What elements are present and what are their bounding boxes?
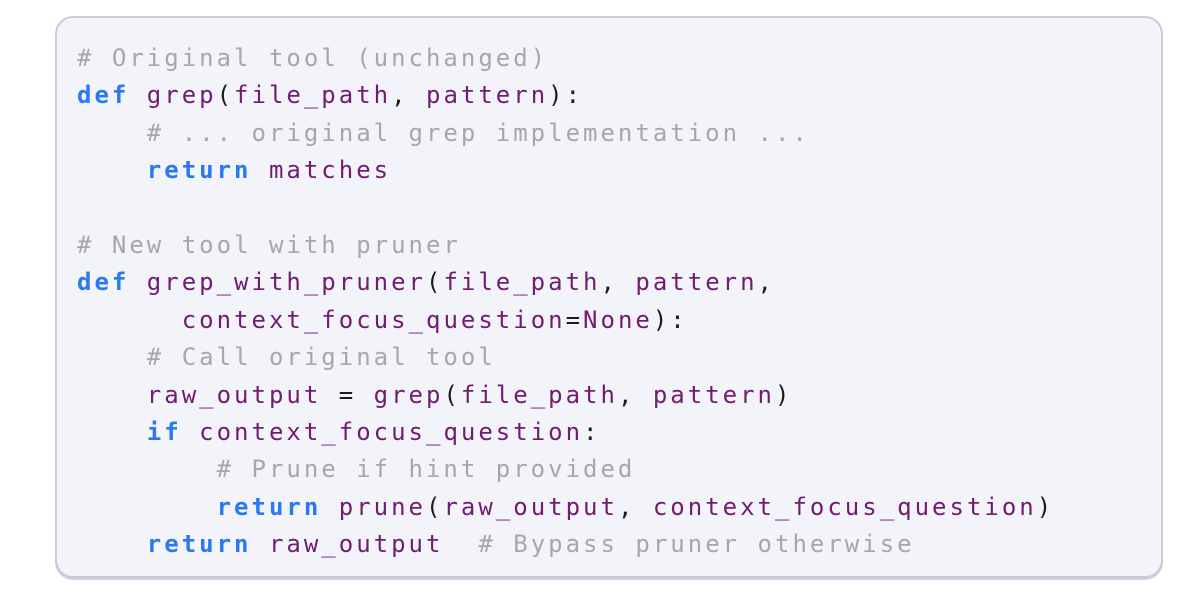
- code-token-punct: ,: [617, 492, 653, 521]
- code-line: context_focus_question=None):: [77, 302, 1143, 339]
- code-token-keyword: def: [77, 268, 147, 297]
- code-token-punct: (: [425, 268, 444, 297]
- code-token-punct: [77, 455, 217, 483]
- code-line: return matches: [77, 152, 1143, 189]
- code-token-punct: [77, 493, 217, 521]
- code-listing: # Original tool (unchanged)def grep(file…: [77, 40, 1143, 563]
- code-line: [77, 190, 1143, 227]
- code-token-identifier: file_path: [443, 268, 601, 297]
- code-token-punct: (: [426, 492, 444, 521]
- code-block-card: # Original tool (unchanged)def grep(file…: [55, 16, 1163, 578]
- code-token-punct: ,: [600, 268, 636, 297]
- code-token-identifier: raw_output: [268, 530, 444, 559]
- code-token-punct: =: [565, 305, 584, 334]
- code-token-identifier: pattern: [635, 268, 758, 297]
- code-token-identifier: pattern: [426, 81, 549, 110]
- code-token-keyword: return: [146, 530, 269, 559]
- code-line: # Original tool (unchanged): [77, 40, 1143, 77]
- code-token-punct: [77, 530, 147, 558]
- code-line: # Prune if hint provided: [77, 451, 1143, 488]
- code-token-identifier: raw_output: [443, 492, 618, 521]
- code-token-punct: [77, 418, 147, 446]
- code-token-identifier: file_path: [234, 81, 392, 110]
- code-token-identifier: context_focus_question: [199, 417, 584, 446]
- code-token-punct: (: [443, 380, 461, 409]
- code-token-comment: # Bypass pruner otherwise: [478, 530, 915, 559]
- code-token-identifier: context_focus_question: [652, 492, 1037, 521]
- code-token-punct: =: [321, 380, 374, 409]
- code-token-comment: # ... original grep implementation ...: [146, 118, 810, 147]
- code-token-punct: [77, 381, 147, 409]
- code-line: def grep(file_path, pattern):: [77, 77, 1143, 114]
- code-token-punct: (: [216, 81, 235, 110]
- code-token-identifier: raw_output: [146, 380, 322, 409]
- code-token-comment: # New tool with pruner: [77, 230, 461, 259]
- code-token-keyword: if: [146, 417, 200, 446]
- code-token-identifier: matches: [268, 156, 392, 185]
- code-line: # ... original grep implementation ...: [77, 115, 1143, 152]
- code-token-punct: ):: [652, 305, 688, 334]
- code-token-comment: # Original tool (unchanged): [77, 44, 549, 72]
- code-token-identifier: grep: [146, 81, 217, 110]
- code-token-punct: ): [775, 380, 793, 409]
- code-line: def grep_with_pruner(file_path, pattern,: [77, 264, 1143, 301]
- code-token-punct: ): [1036, 492, 1055, 521]
- code-token-comment: # Call original tool: [146, 343, 496, 372]
- code-line: if context_focus_question:: [77, 414, 1143, 451]
- code-token-identifier: context_focus_question: [181, 305, 566, 334]
- code-token-punct: [77, 119, 147, 147]
- code-token-identifier: grep_with_pruner: [146, 268, 426, 297]
- code-line: return prune(raw_output, context_focus_q…: [77, 489, 1143, 526]
- code-token-keyword: return: [216, 492, 339, 521]
- code-token-punct: ,: [391, 81, 426, 110]
- code-token-punct: ,: [757, 268, 775, 297]
- code-token-punct: ):: [548, 81, 584, 110]
- code-token-punct: [443, 530, 478, 558]
- code-line: # Call original tool: [77, 339, 1143, 376]
- code-token-keyword: def: [77, 81, 147, 110]
- code-token-identifier: grep: [373, 380, 444, 409]
- code-token-identifier: file_path: [460, 380, 618, 409]
- code-token-identifier: prune: [338, 492, 426, 521]
- code-token-punct: ,: [617, 380, 653, 409]
- code-line: return raw_output # Bypass pruner otherw…: [77, 526, 1143, 563]
- code-line: # New tool with pruner: [77, 227, 1143, 264]
- code-line: raw_output = grep(file_path, pattern): [77, 377, 1143, 414]
- code-token-punct: [77, 156, 147, 184]
- code-token-comment: # Prune if hint provided: [216, 455, 636, 484]
- code-token-punct: [77, 343, 147, 371]
- code-token-punct: [77, 306, 182, 334]
- code-token-identifier: pattern: [652, 380, 776, 409]
- code-token-punct: :: [583, 417, 601, 446]
- code-token-identifier: None: [583, 305, 653, 334]
- code-token-keyword: return: [146, 156, 269, 185]
